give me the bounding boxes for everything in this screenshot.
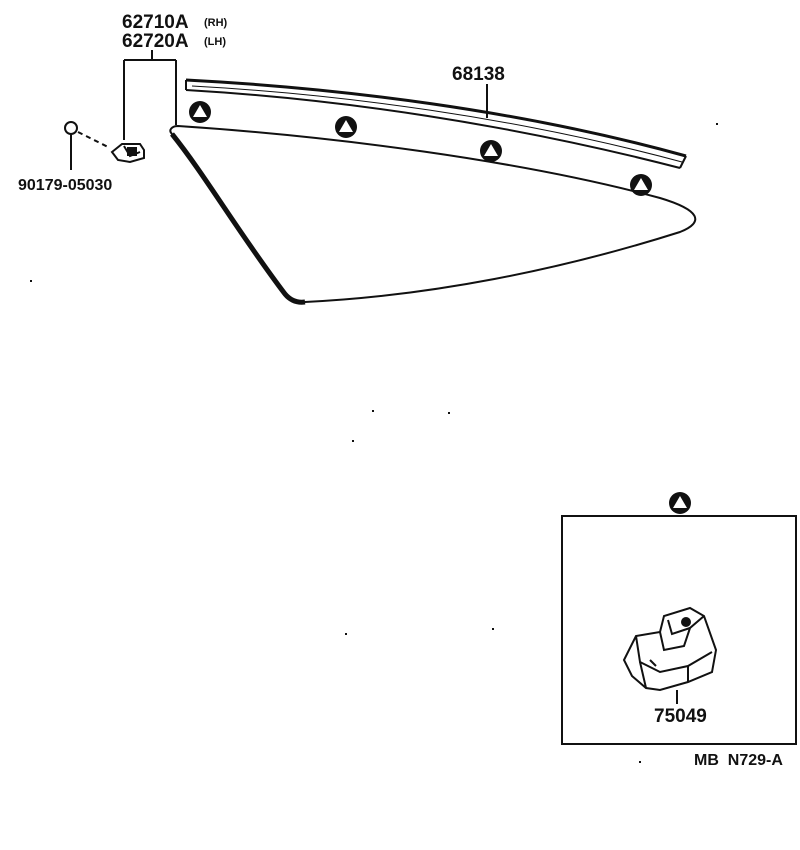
clip-marker-2 xyxy=(335,116,357,138)
bracket-rh-side: (RH) xyxy=(204,17,228,29)
bracket-leader xyxy=(123,50,177,140)
detail-inset-frame xyxy=(561,515,797,745)
bracket-part xyxy=(110,143,145,164)
quarter-window-glass xyxy=(169,124,697,305)
clip-marker-1 xyxy=(189,101,211,123)
figure-code: MB N729-A xyxy=(694,752,783,769)
screw-number: 90179-05030 xyxy=(18,177,112,194)
clip-marker-3 xyxy=(480,140,502,162)
clip-marker-detail xyxy=(669,492,691,514)
bracket-rh-number: 62710A xyxy=(122,12,189,33)
moulding-strip xyxy=(185,78,687,169)
screw-part xyxy=(64,121,111,170)
moulding-number: 68138 xyxy=(452,64,505,85)
scan-specks xyxy=(30,123,718,763)
clip-marker-4 xyxy=(630,174,652,196)
clip-part xyxy=(622,606,718,692)
bracket-lh-number: 62720A xyxy=(122,31,189,52)
clip-number: 75049 xyxy=(654,706,707,727)
bracket-lh-side: (LH) xyxy=(204,36,226,48)
